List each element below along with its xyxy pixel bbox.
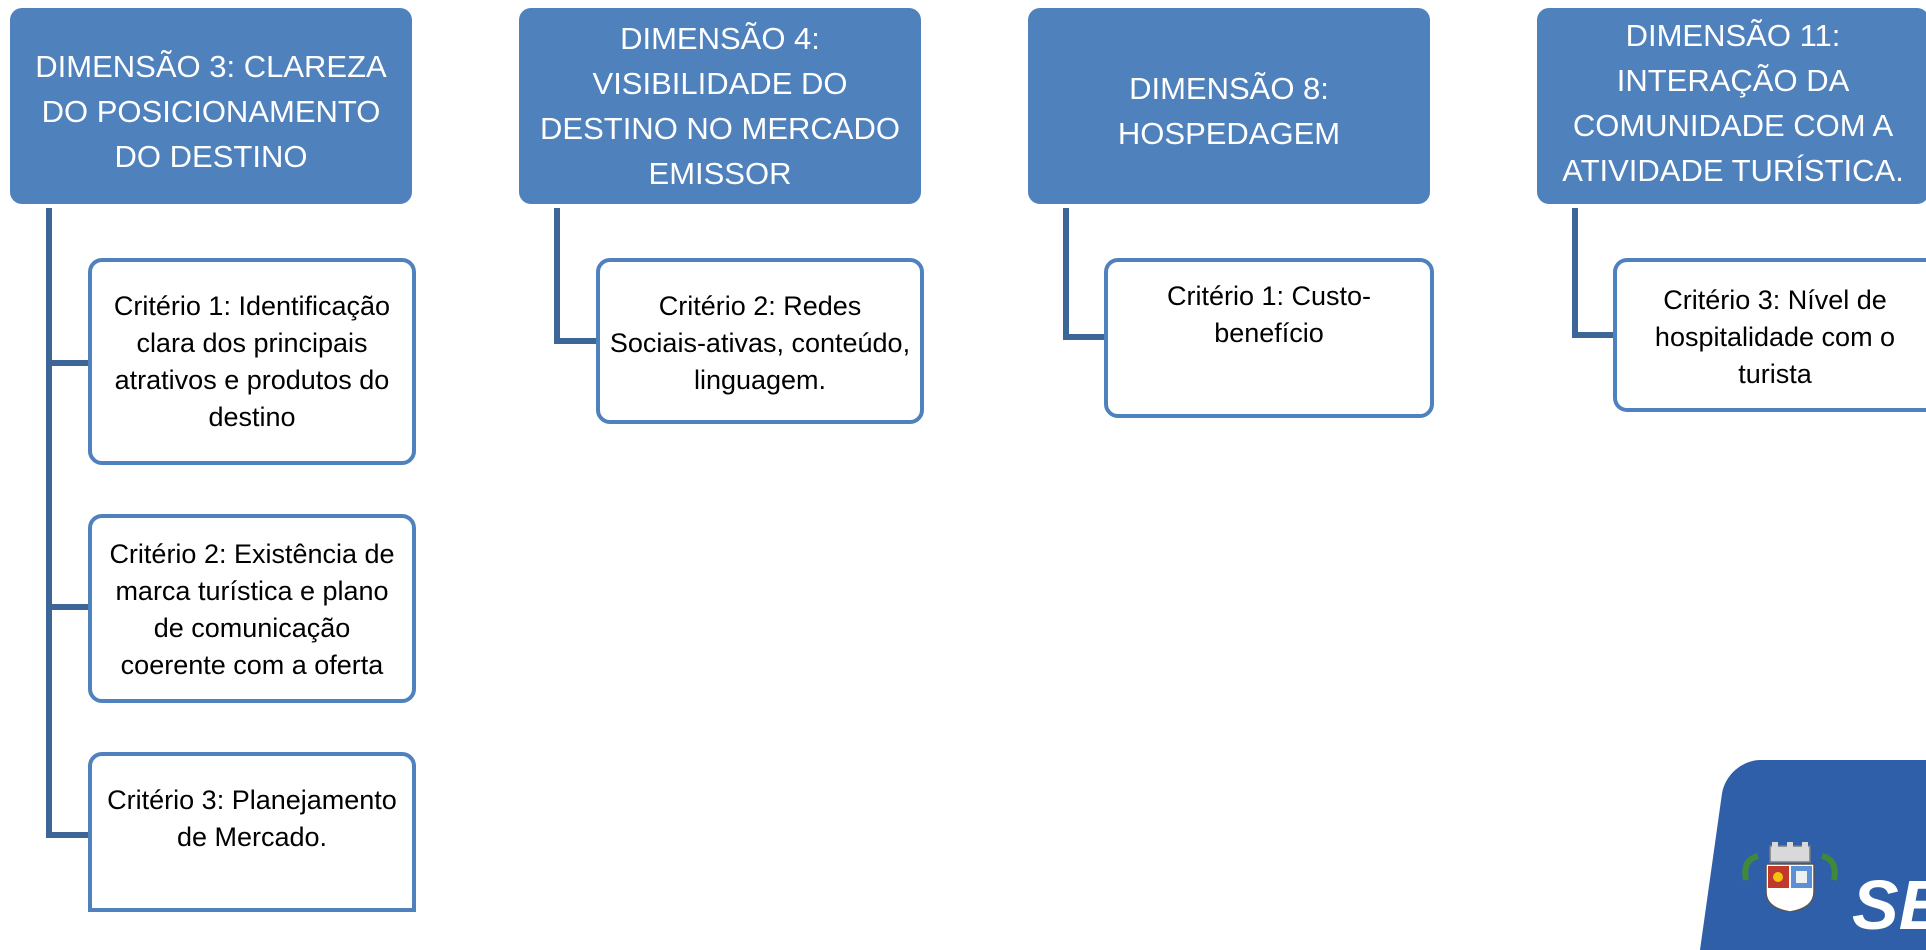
criterion-box: Critério 1: Identificação clara dos prin… <box>88 258 416 465</box>
connector-line <box>46 832 88 838</box>
connector-line <box>46 360 88 366</box>
connector-line <box>1572 332 1614 338</box>
criterion-box: Critério 2: Redes Sociais-ativas, conteú… <box>596 258 924 424</box>
dimension-4-header: DIMENSÃO 4: VISIBILIDADE DO DESTINO NO M… <box>519 8 921 204</box>
connector-line <box>1063 334 1105 340</box>
dimension-3-header: DIMENSÃO 3: CLAREZA DO POSICIONAMENTO DO… <box>10 8 412 204</box>
city-crest-icon <box>1742 842 1838 912</box>
connector-line <box>1063 208 1069 340</box>
criterion-box: Critério 3: Planejamento de Mercado. <box>88 752 416 912</box>
dimension-11-header: DIMENSÃO 11: INTERAÇÃO DA COMUNIDADE COM… <box>1537 8 1926 204</box>
criterion-box: Critério 2: Existência de marca turístic… <box>88 514 416 703</box>
connector-line <box>46 604 88 610</box>
connector-line <box>554 338 596 344</box>
criterion-box: Critério 1: Custo-benefício <box>1104 258 1434 418</box>
connector-line <box>1572 208 1578 338</box>
criterion-box: Critério 3: Nível de hospitalidade com o… <box>1613 258 1926 412</box>
connector-line <box>46 208 52 838</box>
dimension-8-header: DIMENSÃO 8: HOSPEDAGEM <box>1028 8 1430 204</box>
connector-line <box>554 208 560 344</box>
logo-text: SE <box>1852 866 1926 944</box>
